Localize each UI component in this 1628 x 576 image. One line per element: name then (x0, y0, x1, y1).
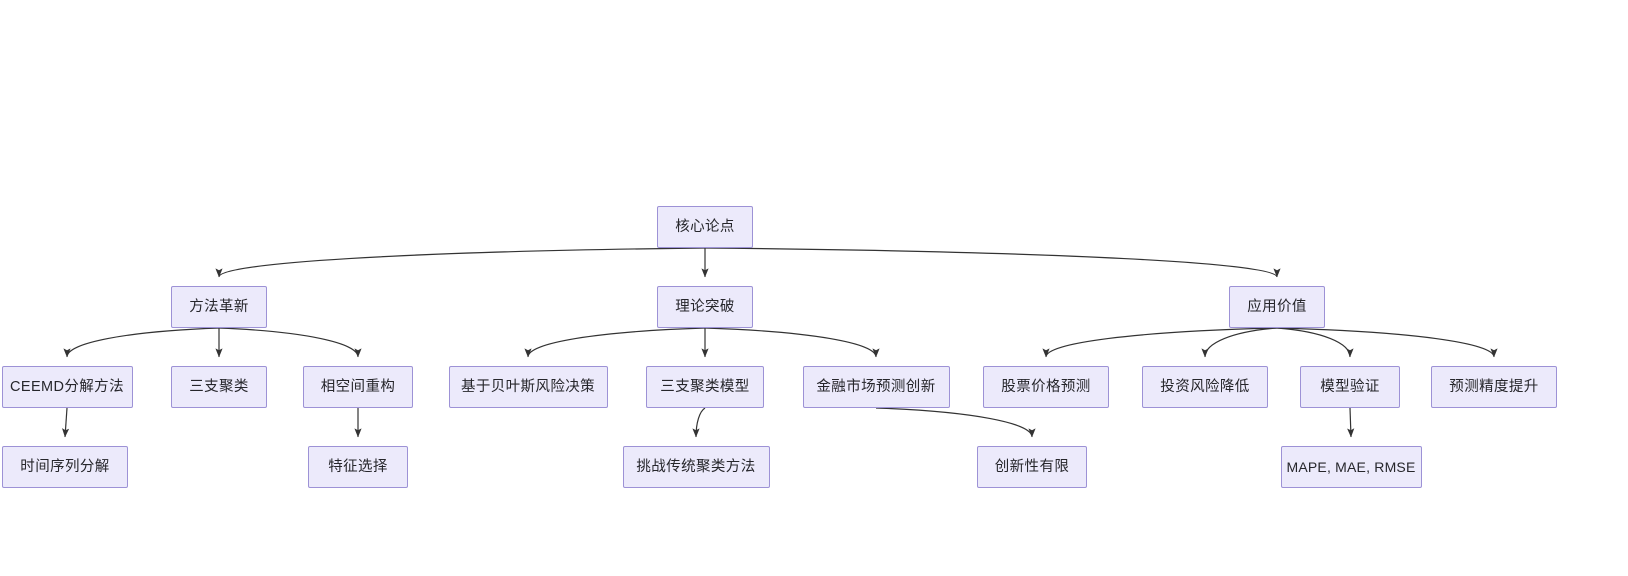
node-n2b[interactable]: 三支聚类模型 (646, 366, 764, 408)
node-n1a1[interactable]: 时间序列分解 (2, 446, 128, 488)
node-label: MAPE, MAE, RMSE (1286, 459, 1416, 475)
node-label: 模型验证 (1320, 378, 1380, 395)
node-label: 时间序列分解 (20, 458, 110, 475)
node-label: 股票价格预测 (1001, 378, 1091, 395)
node-n2c1[interactable]: 创新性有限 (977, 446, 1087, 488)
node-label: 三支聚类模型 (660, 378, 750, 395)
node-label: 金融市场预测创新 (816, 378, 936, 395)
node-n1a[interactable]: CEEMD分解方法 (1, 366, 133, 408)
node-label: 投资风险降低 (1160, 378, 1250, 395)
node-n1c[interactable]: 相空间重构 (303, 366, 413, 408)
node-n1[interactable]: 方法革新 (171, 286, 267, 328)
node-n3b[interactable]: 投资风险降低 (1142, 366, 1268, 408)
node-n2c[interactable]: 金融市场预测创新 (802, 366, 950, 408)
node-label: 理论突破 (675, 298, 735, 315)
node-n3c1[interactable]: MAPE, MAE, RMSE (1280, 446, 1422, 488)
node-label: 创新性有限 (994, 458, 1070, 475)
node-n3c[interactable]: 模型验证 (1300, 366, 1400, 408)
node-n3a[interactable]: 股票价格预测 (983, 366, 1109, 408)
node-root[interactable]: 核心论点 (657, 206, 753, 248)
node-label: 应用价值 (1247, 298, 1307, 315)
node-label: 相空间重构 (320, 378, 396, 395)
node-label: 基于贝叶斯风险决策 (460, 378, 596, 395)
node-label: 方法革新 (189, 298, 249, 315)
node-label: 核心论点 (675, 218, 735, 235)
node-label: 预测精度提升 (1449, 378, 1539, 395)
node-label: CEEMD分解方法 (10, 378, 124, 395)
node-label: 特征选择 (328, 458, 388, 475)
node-n2a[interactable]: 基于贝叶斯风险决策 (448, 366, 608, 408)
node-label: 三支聚类 (189, 378, 249, 395)
node-n1c1[interactable]: 特征选择 (308, 446, 408, 488)
node-n1b[interactable]: 三支聚类 (171, 366, 267, 408)
node-n2b1[interactable]: 挑战传统聚类方法 (622, 446, 770, 488)
node-n3d[interactable]: 预测精度提升 (1431, 366, 1557, 408)
node-n2[interactable]: 理论突破 (657, 286, 753, 328)
node-label: 挑战传统聚类方法 (636, 458, 756, 475)
node-n3[interactable]: 应用价值 (1229, 286, 1325, 328)
